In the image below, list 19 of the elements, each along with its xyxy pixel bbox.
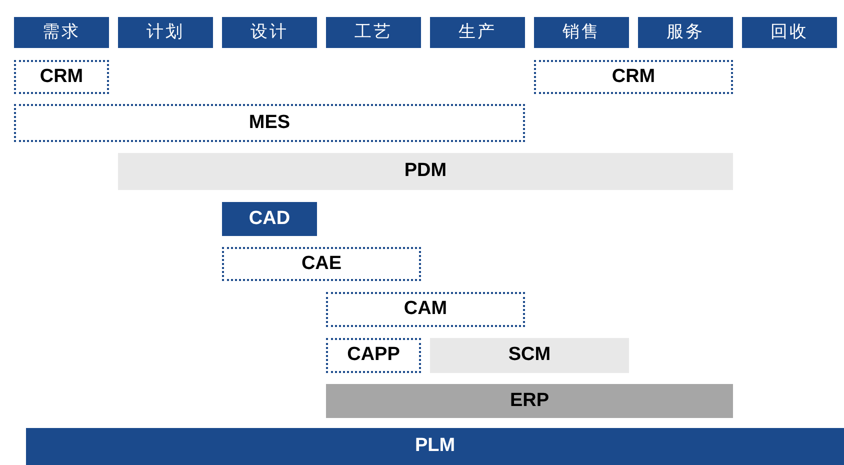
phase-header: 销售: [534, 17, 629, 48]
phase-header: 服务: [638, 17, 733, 48]
phase-header: 生产: [430, 17, 525, 48]
system-bar: MES: [14, 104, 525, 142]
system-bar: ERP: [326, 384, 733, 418]
phase-header: 工艺: [326, 17, 421, 48]
system-bar: CAD: [222, 202, 317, 236]
system-bar: CRM: [534, 60, 733, 94]
system-bar: CAPP: [326, 338, 421, 373]
phase-header: 计划: [118, 17, 213, 48]
phase-header: 回收: [742, 17, 837, 48]
system-bar: PDM: [118, 153, 733, 190]
system-bar: SCM: [430, 338, 629, 373]
phase-header: 需求: [14, 17, 109, 48]
system-bar: CAM: [326, 292, 525, 327]
system-bar: CRM: [14, 60, 109, 94]
phase-header: 设计: [222, 17, 317, 48]
system-bar: CAE: [222, 247, 421, 281]
system-bar: PLM: [26, 428, 844, 465]
